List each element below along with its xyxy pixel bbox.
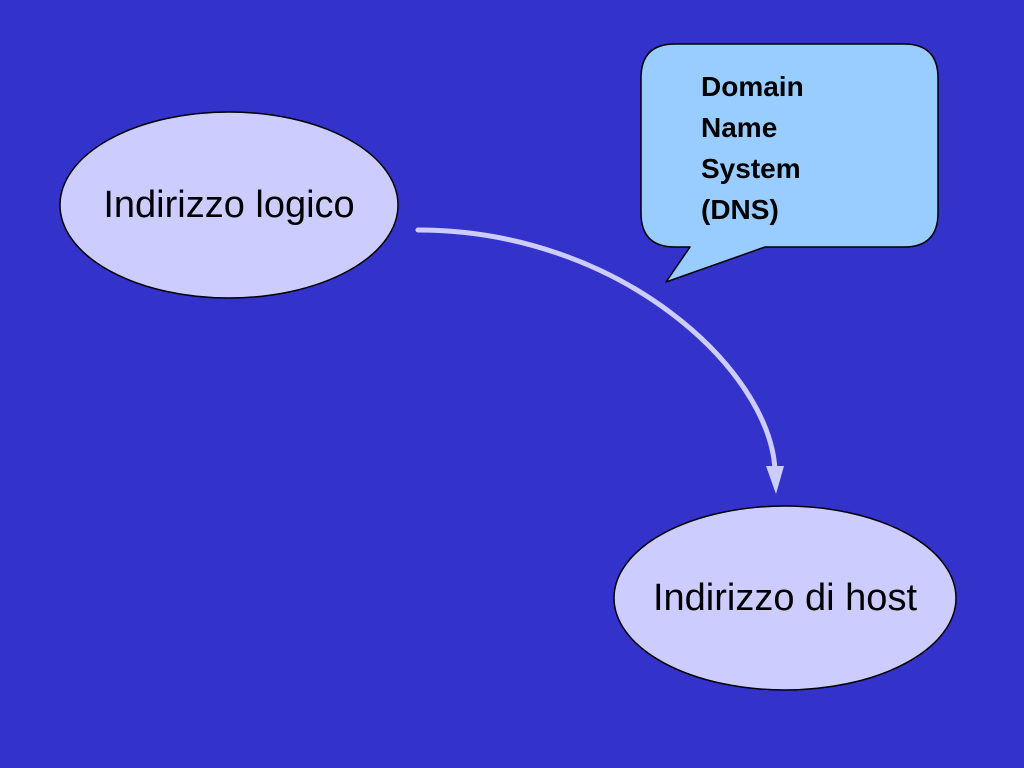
node-logical-address [59, 111, 399, 299]
arrow-head [766, 466, 784, 494]
callout-line-system: System [701, 153, 801, 184]
callout-line-dns: (DNS) [701, 194, 779, 225]
dns-callout-text: Domain Name System (DNS) [701, 66, 921, 230]
node-logical-label: Indirizzo logico [103, 183, 355, 226]
dns-callout-bubble [640, 43, 939, 283]
node-host-address [613, 505, 957, 691]
callout-line-domain: Domain [701, 71, 804, 102]
mapping-arrow [415, 227, 778, 473]
callout-line-name: Name [701, 112, 778, 143]
node-host-label: Indirizzo di host [652, 576, 917, 619]
